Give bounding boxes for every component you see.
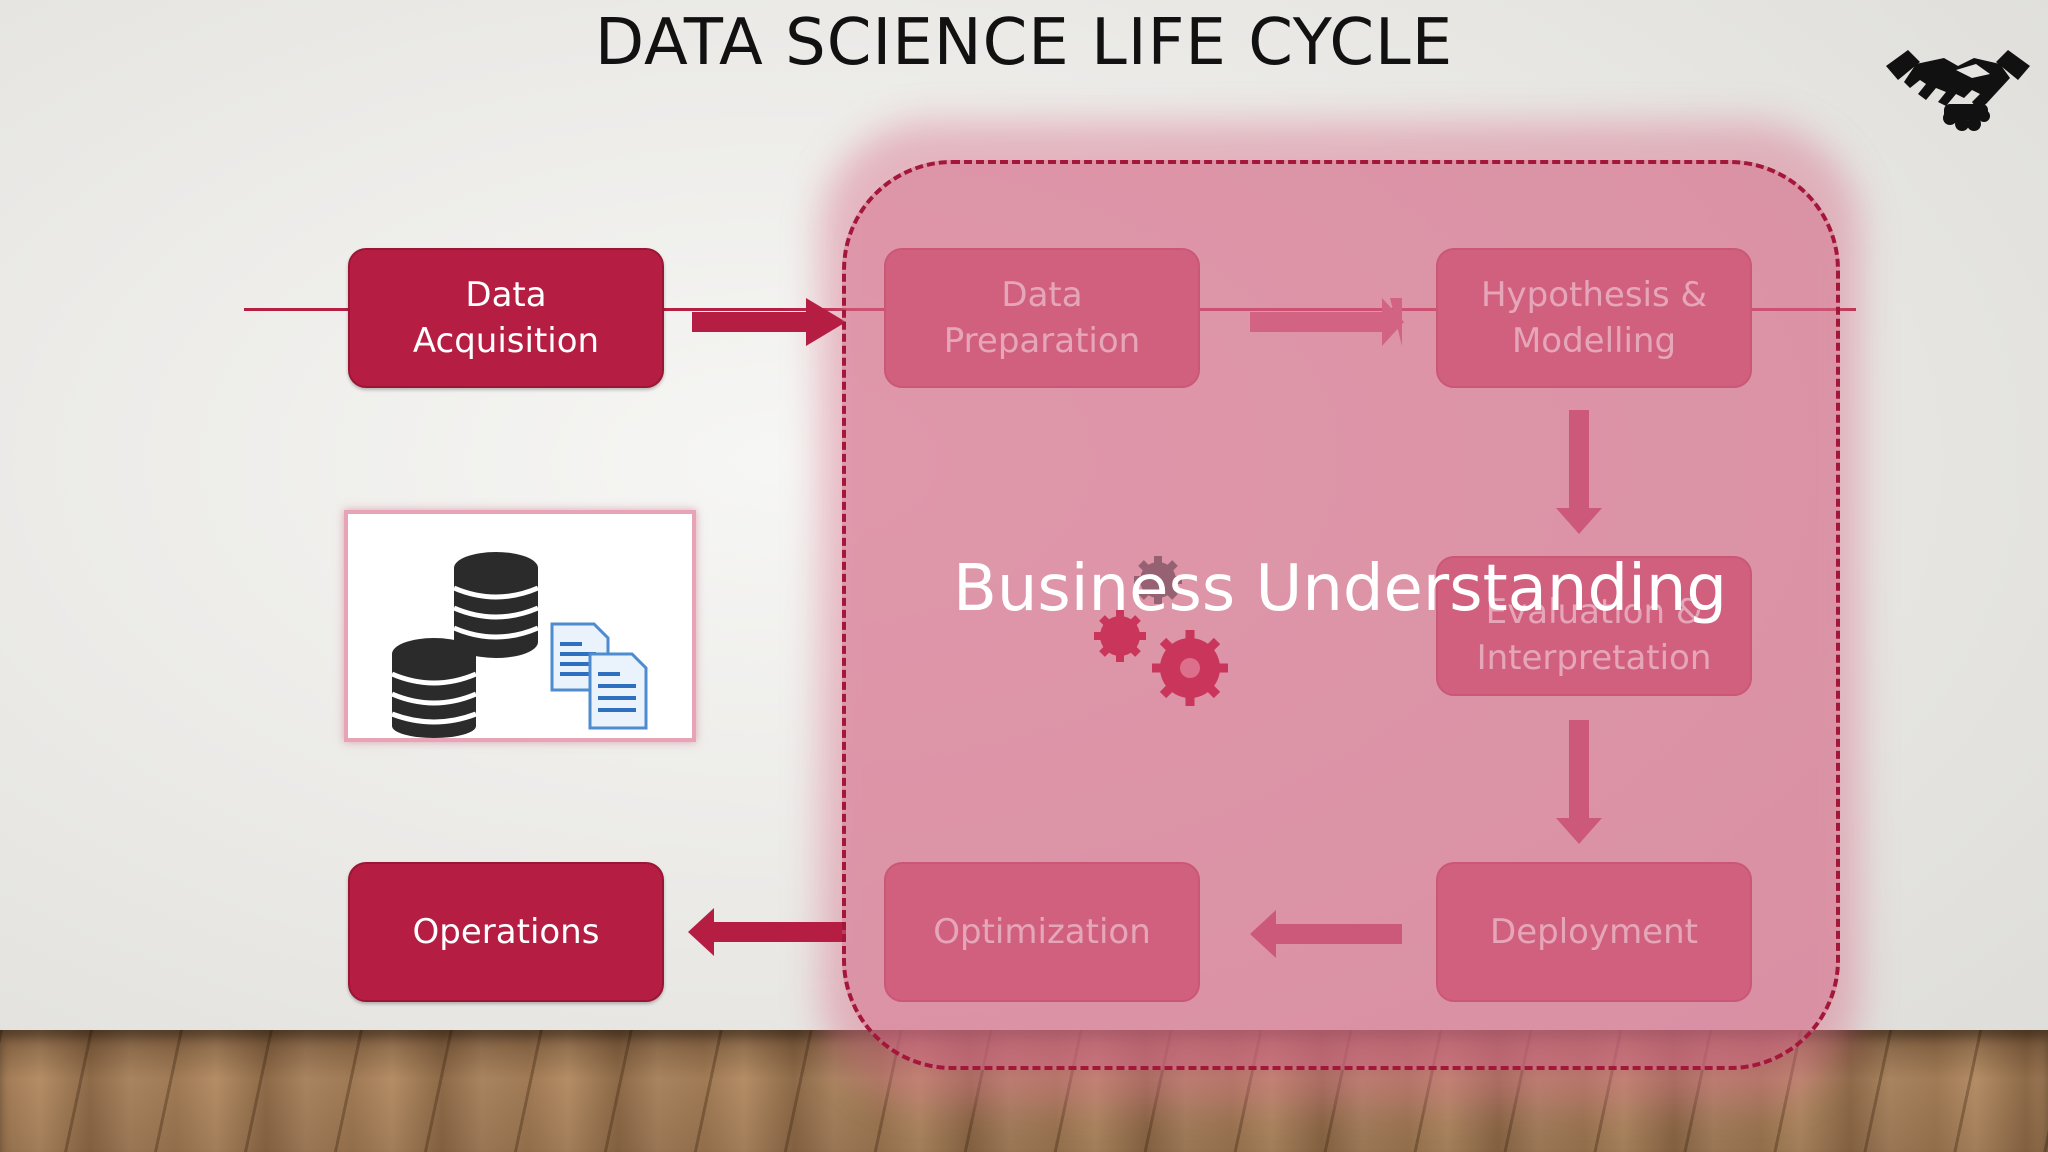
wood-floor [0, 1030, 2048, 1152]
arrow-optimization-to-operations [688, 908, 846, 956]
step-operations-label: Operations [412, 912, 600, 952]
step-evaluation-interpretation-label: Evaluation & Interpretation [1476, 592, 1712, 678]
step-deployment[interactable]: Deployment [1436, 862, 1752, 1002]
business-understanding-overlay [842, 160, 1840, 1070]
step-deployment-label: Deployment [1490, 912, 1698, 952]
step-evaluation-interpretation[interactable]: Evaluation & Interpretation [1436, 556, 1752, 696]
handshake-icon [1886, 50, 2030, 131]
step-data-acquisition[interactable]: Data Acquisition [348, 248, 664, 388]
database-documents-icon [391, 552, 648, 738]
step-hypothesis-modelling[interactable]: Hypothesis & Modelling [1436, 248, 1752, 388]
slide-title: DATA SCIENCE LIFE CYCLE [594, 6, 1454, 80]
step-data-preparation[interactable]: Data Preparation [884, 248, 1200, 388]
arrow-deployment-to-optimization [1250, 910, 1402, 958]
arrow-acquisition-to-preparation [692, 298, 846, 346]
arrow-evaluation-to-deployment [1556, 720, 1602, 844]
business-understanding-label: Business Understanding [952, 552, 1728, 626]
step-operations[interactable]: Operations [348, 862, 664, 1002]
gears-icon [1094, 556, 1228, 706]
arrow-hypothesis-to-evaluation [1556, 410, 1602, 534]
arrow-preparation-to-hypothesis [1250, 298, 1404, 346]
step-data-preparation-label: Data Preparation [943, 275, 1141, 361]
database-documents-image [344, 510, 696, 742]
step-hypothesis-modelling-label: Hypothesis & Modelling [1480, 275, 1708, 361]
step-data-acquisition-label: Data Acquisition [412, 275, 600, 361]
step-optimization-label: Optimization [933, 912, 1151, 952]
